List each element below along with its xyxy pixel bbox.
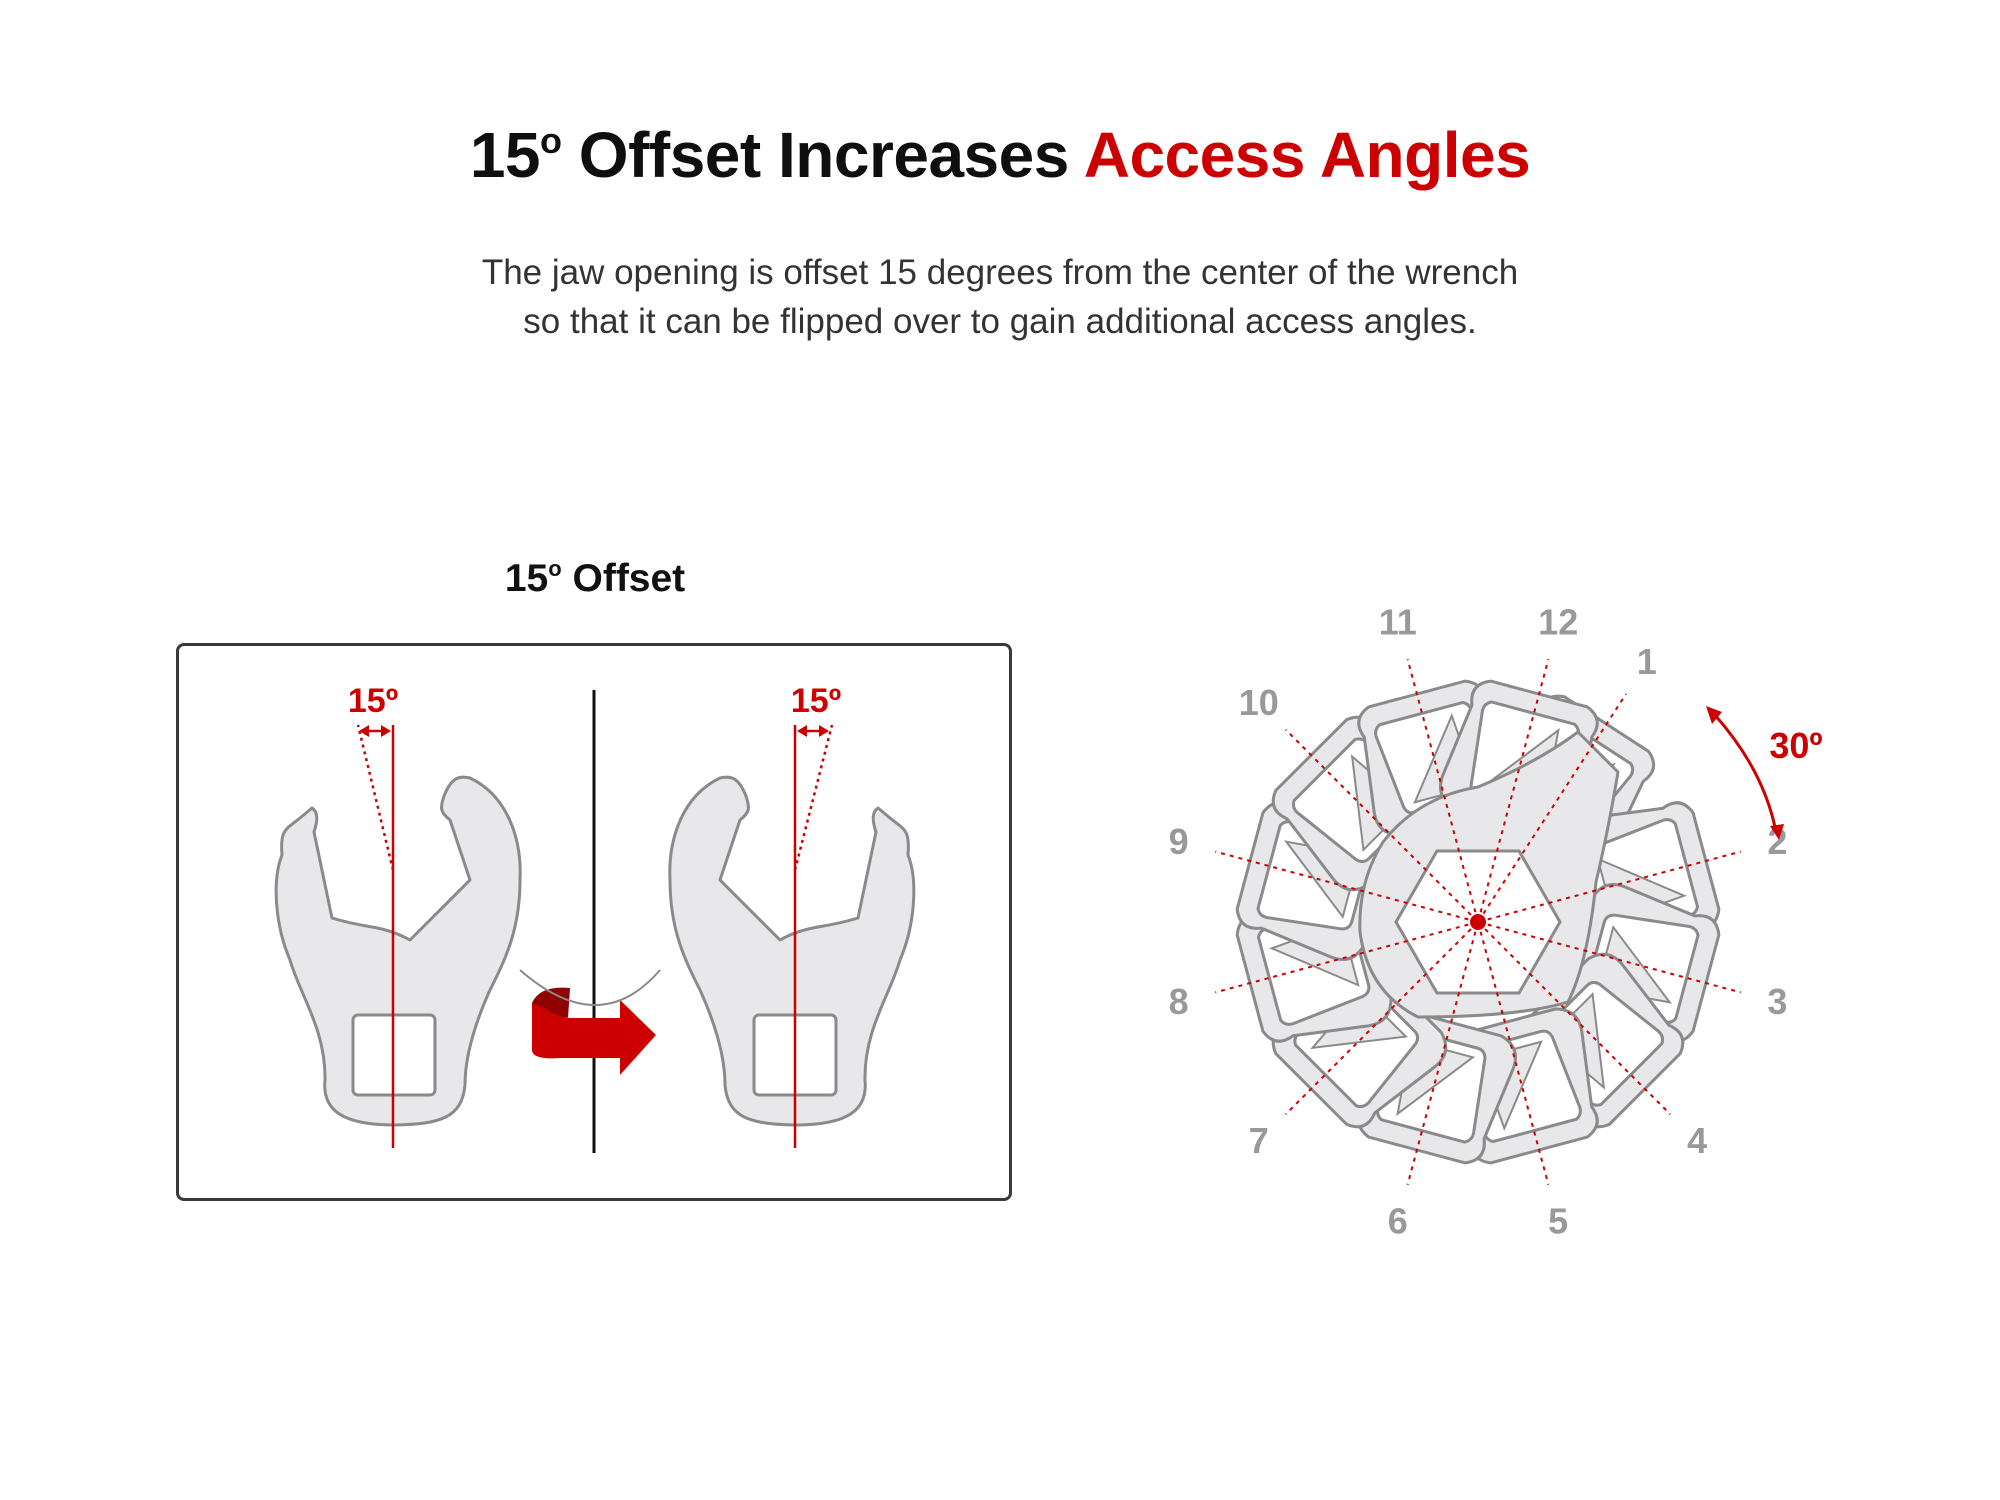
right-angle-label: 15º: [791, 682, 841, 720]
left-offset-line: [356, 724, 395, 871]
angle-ray-10: [1284, 728, 1472, 916]
position-label-7: 7: [1249, 1120, 1269, 1161]
angle-ray-1: [1482, 693, 1627, 915]
angle-ray-2: [1487, 850, 1741, 921]
position-label-4: 4: [1687, 1120, 1707, 1161]
angle-ray-4: [1484, 928, 1672, 1116]
curved-flip-arrow-icon: [532, 987, 656, 1075]
title-accent: Access Angles: [1083, 119, 1531, 191]
title-degree: o: [540, 120, 562, 161]
rosette-front-wrench: [1358, 730, 1620, 1019]
position-label-8: 8: [1169, 981, 1189, 1022]
center-point: [1470, 914, 1486, 930]
position-label-1: 1: [1637, 641, 1657, 682]
angle-ray-3: [1487, 923, 1741, 994]
position-label-12: 12: [1538, 602, 1578, 643]
thirty-degree-label: 30º: [1769, 725, 1822, 766]
position-label-11: 11: [1379, 602, 1417, 643]
angle-ray-6: [1406, 931, 1477, 1185]
position-label-9: 9: [1169, 821, 1189, 862]
position-label-5: 5: [1548, 1200, 1568, 1241]
thirty-degree-indicator: 30º: [1706, 706, 1823, 840]
wrench-right-illustration: 15º: [519, 682, 916, 1148]
angle-ray-9: [1215, 850, 1469, 921]
position-label-6: 6: [1388, 1200, 1408, 1241]
subtitle-line-2: so that it can be flipped over to gain a…: [523, 302, 1477, 341]
title-middle: Offset Increases: [561, 119, 1084, 191]
position-label-10: 10: [1239, 682, 1279, 723]
angle-ray-7: [1284, 928, 1472, 1116]
panel-title-number: 15: [504, 557, 549, 600]
panel-title-text: Offset: [561, 557, 686, 600]
page-title: 15o Offset Increases Access Angles: [0, 118, 2000, 192]
subtitle-line-1: The jaw opening is offset 15 degrees fro…: [481, 253, 1519, 292]
position-label-3: 3: [1767, 981, 1787, 1022]
position-label-2: 2: [1767, 821, 1787, 862]
title-number: 15: [469, 119, 541, 191]
offset-panel-title: 15o Offset: [420, 556, 770, 601]
wrench-left-illustration: 15º: [274, 682, 522, 1148]
offset-panel-box: [176, 643, 1012, 1201]
angle-ray-5: [1479, 931, 1550, 1185]
right-offset-line: [793, 724, 834, 871]
angle-ray-12: [1479, 659, 1550, 913]
panel-title-degree: o: [548, 556, 562, 581]
page-subtitle: The jaw opening is offset 15 degrees fro…: [400, 248, 1600, 346]
left-angle-label: 15º: [348, 682, 398, 720]
angle-ray-11: [1406, 659, 1477, 913]
angle-ray-8: [1215, 923, 1469, 994]
